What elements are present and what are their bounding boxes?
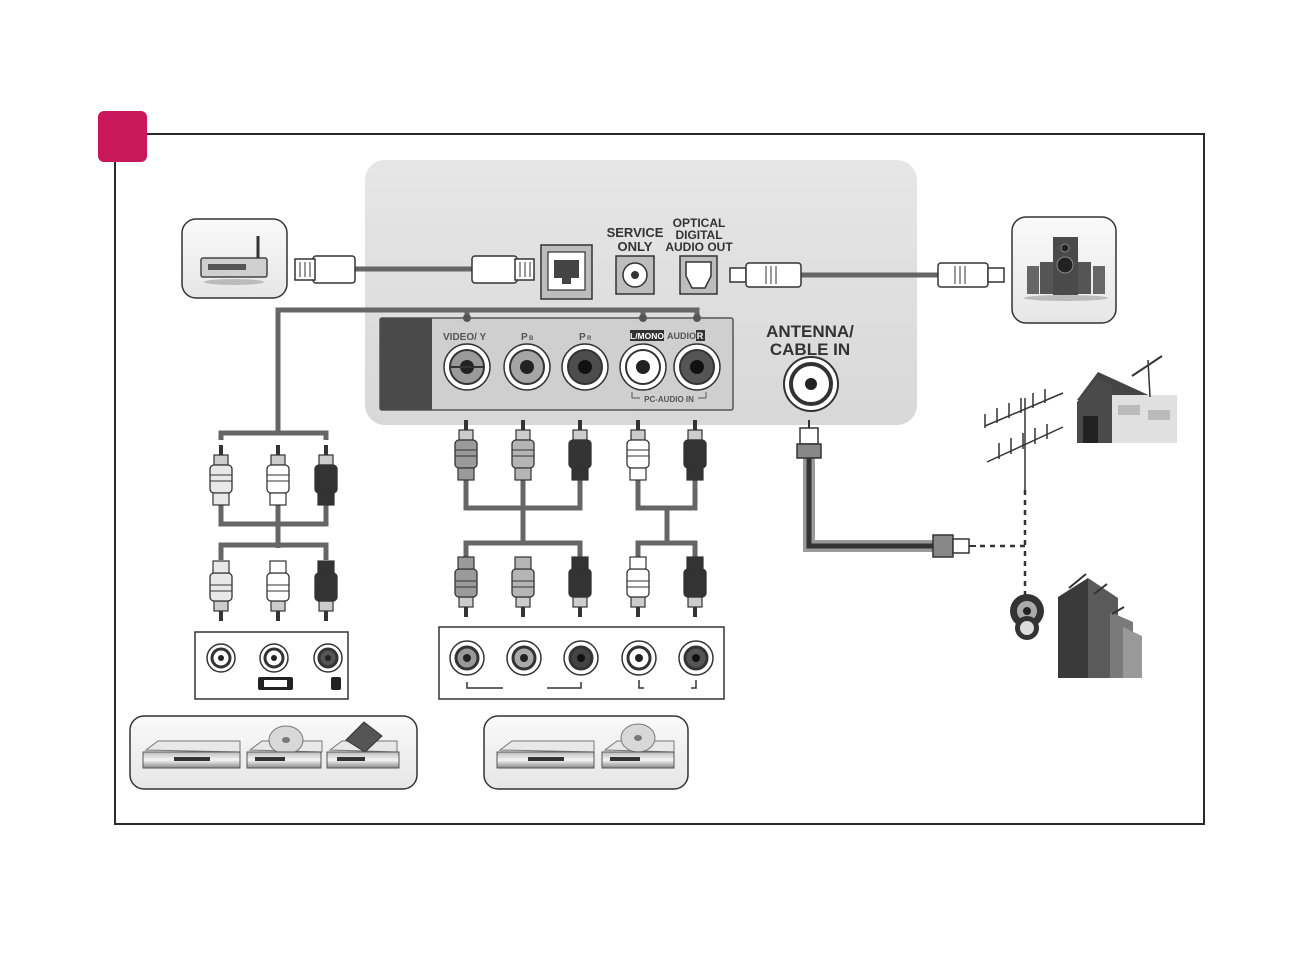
- plug-comp-y-top: [455, 420, 477, 480]
- plug-comp-l-bottom: [627, 557, 649, 617]
- left-cable-set: [221, 505, 326, 560]
- plug-left-video-top: [210, 445, 232, 505]
- service-label-2: ONLY: [618, 239, 653, 254]
- component-cable-set: [466, 470, 695, 558]
- house-icon: [1077, 356, 1177, 443]
- jack-pr: [562, 344, 608, 390]
- plug-comp-r-bottom: [684, 557, 706, 617]
- plug-comp-l-top: [627, 420, 649, 480]
- jack-label-pc-audio-in: PC-AUDIO IN: [644, 395, 694, 404]
- jack-label-l-mono: L/MONO: [630, 331, 664, 341]
- lan-port: [541, 245, 592, 299]
- jack-label-pb-sub: B: [529, 336, 534, 342]
- right-device-group: [484, 716, 688, 789]
- jack-audio-r: [674, 344, 720, 390]
- plug-comp-y-bottom: [455, 557, 477, 617]
- jack-label-pr-sub: R: [587, 336, 592, 342]
- antenna-label-1: ANTENNA/: [766, 322, 854, 341]
- plug-left-audio-l-bottom: [267, 561, 289, 621]
- composite-source-panel: [195, 632, 348, 699]
- plug-comp-r-top: [684, 420, 706, 480]
- jack-label-pr: P: [579, 332, 586, 343]
- dvd-player-icon: [143, 741, 240, 768]
- plug-comp-pb-bottom: [512, 557, 534, 617]
- jack-label-video-y: VIDEO/ Y: [443, 332, 486, 343]
- plug-left-audio-l-top: [267, 445, 289, 505]
- jack-label-pb: P: [521, 332, 528, 343]
- rca-plugs: [210, 420, 706, 621]
- plug-left-video-bottom: [210, 561, 232, 621]
- dvd-player-icon-2: [497, 741, 594, 768]
- plug-comp-pr-top: [569, 420, 591, 480]
- plug-left-audio-r-top: [315, 445, 337, 505]
- plug-comp-pb-top: [512, 420, 534, 480]
- roof-antenna-icon: [985, 389, 1063, 495]
- jack-pb: [504, 344, 550, 390]
- jack-label-audio: AUDIO: [667, 331, 696, 341]
- service-port: [616, 256, 654, 294]
- left-device-group: [130, 716, 417, 789]
- jack-label-r: R: [697, 331, 704, 341]
- speaker-box: [1012, 217, 1116, 323]
- optical-label-3: AUDIO OUT: [665, 240, 733, 254]
- component-source-panel: [439, 627, 724, 699]
- plug-left-audio-r-bottom: [315, 561, 337, 621]
- jack-audio-l: [620, 344, 666, 390]
- antenna-jack: [784, 357, 838, 411]
- plug-comp-pr-bottom: [569, 557, 591, 617]
- section-badge: [98, 111, 147, 162]
- coax-cable: [797, 420, 1025, 602]
- apartment-building-icon: [1058, 574, 1142, 678]
- service-label-1: SERVICE: [607, 225, 664, 240]
- jack-video-y: [444, 344, 490, 390]
- router-box: [182, 219, 287, 298]
- cable-wall-outlet-icon: [1010, 594, 1044, 640]
- optical-port: [680, 256, 717, 294]
